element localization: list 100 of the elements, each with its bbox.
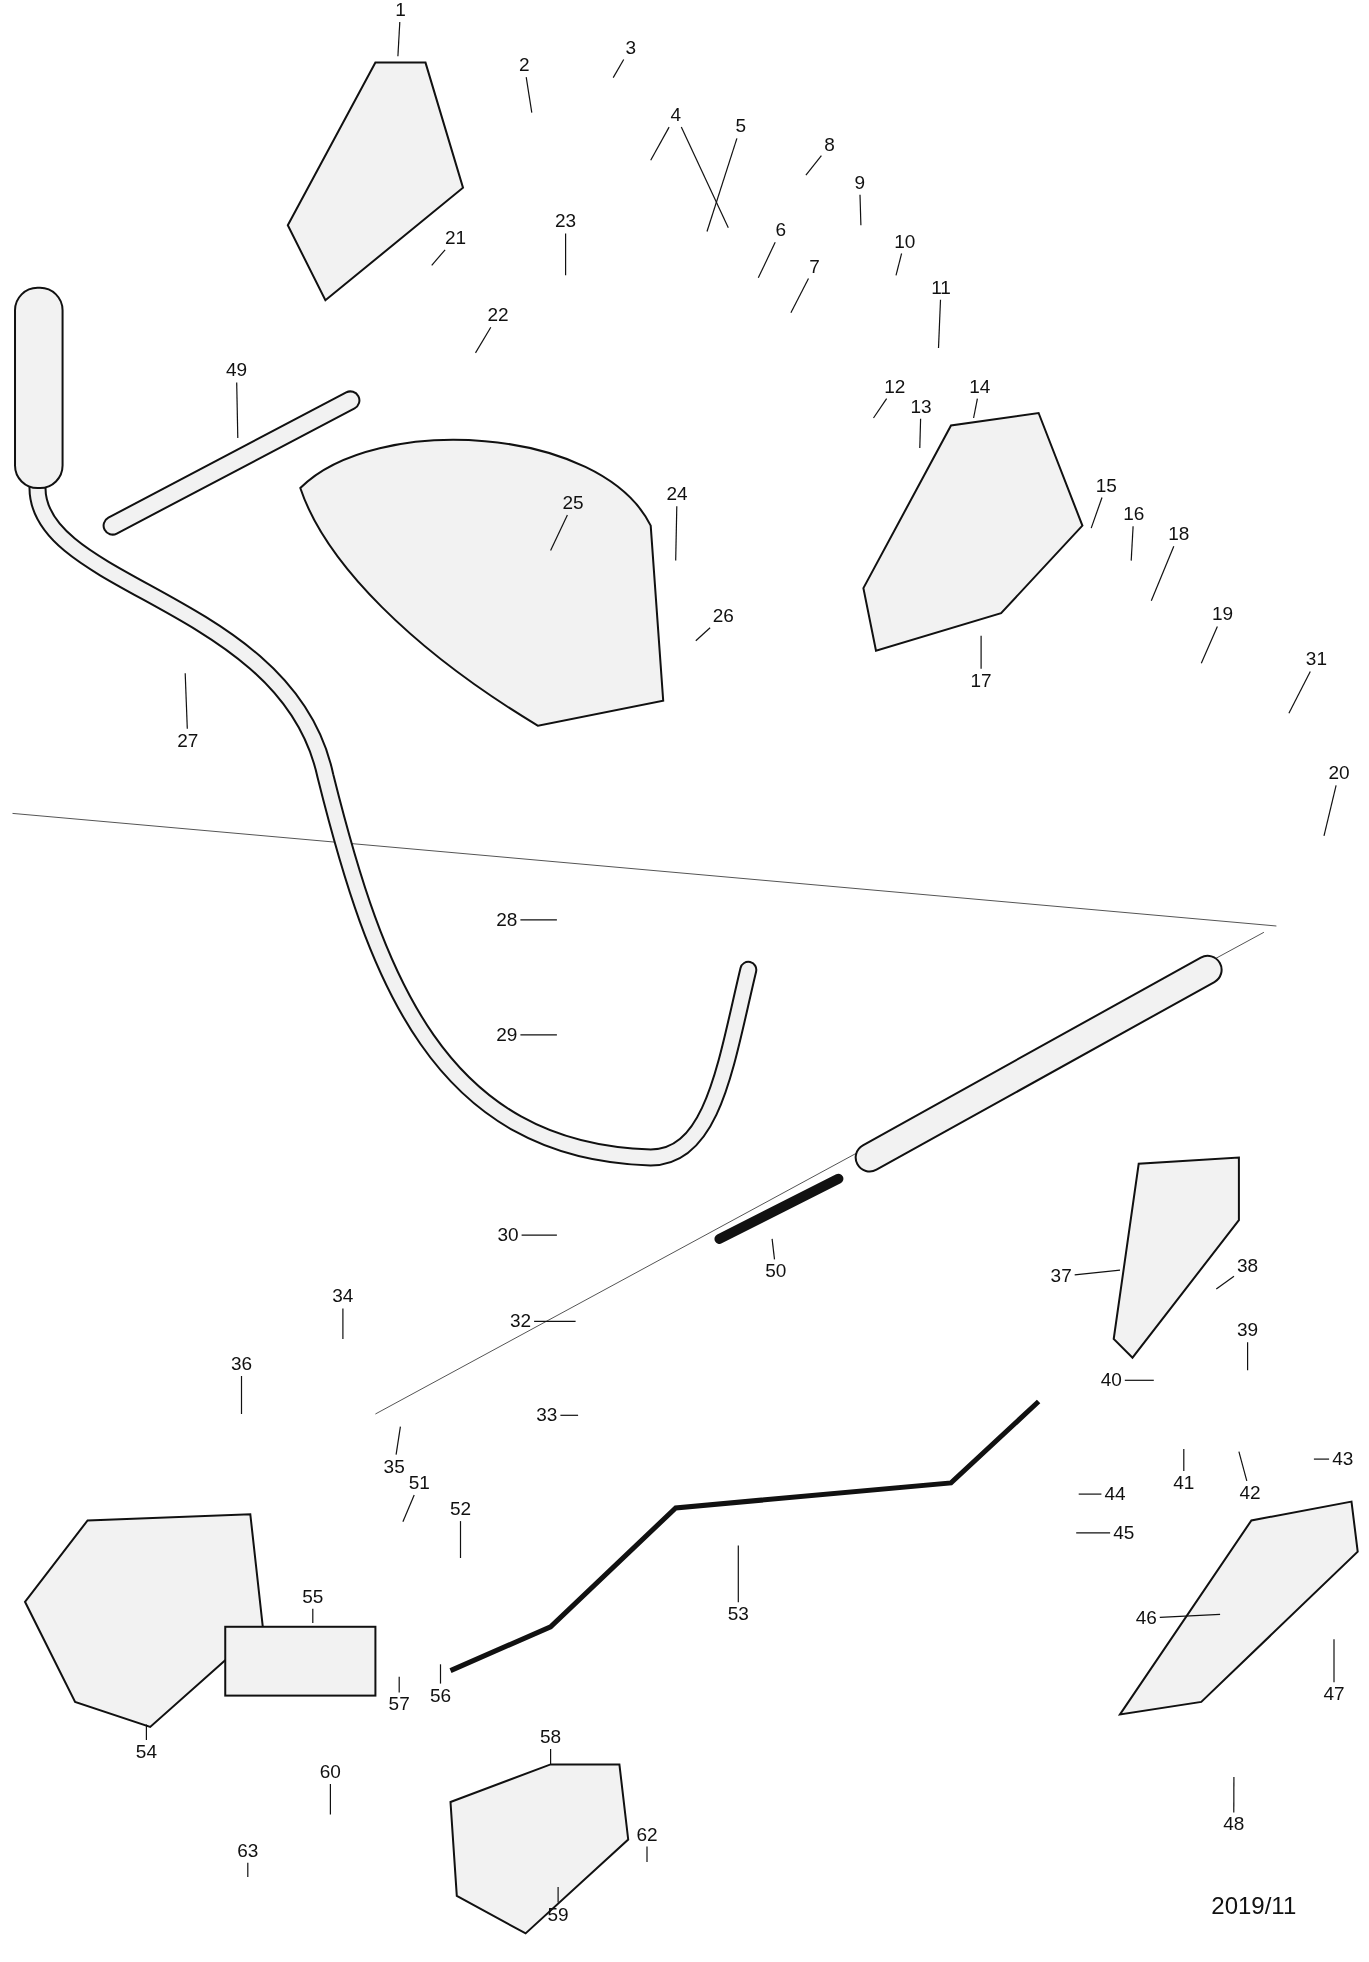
callout-number: 43	[1331, 1449, 1355, 1470]
callout-number: 58	[539, 1726, 563, 1747]
leader-line	[1247, 1341, 1249, 1371]
callout-number: 13	[909, 396, 933, 417]
leader-line	[1313, 1458, 1330, 1460]
leader-line	[790, 277, 810, 314]
leader-line	[474, 326, 492, 354]
callout-number: 1	[394, 0, 407, 20]
leader-line	[1238, 1451, 1248, 1482]
leader-line	[757, 241, 776, 279]
callout-number: 62	[635, 1824, 659, 1845]
leader-line	[398, 1676, 400, 1693]
leader-line	[550, 1748, 552, 1765]
leader-line	[1333, 1638, 1335, 1683]
callout-number: 7	[808, 256, 821, 277]
leader-line	[706, 137, 738, 233]
leader-line	[1078, 1493, 1102, 1495]
leader-line	[612, 58, 625, 79]
leader-line	[1323, 784, 1337, 837]
leader-line	[342, 1307, 344, 1340]
callout-number: 6	[774, 220, 788, 241]
leader-line	[525, 76, 533, 114]
callout-number: 14	[968, 376, 992, 397]
callout-number: 10	[893, 231, 917, 252]
callout-number: 4	[669, 105, 682, 126]
leader-line	[1215, 1275, 1235, 1290]
callout-number: 34	[331, 1286, 355, 1307]
leader-line	[695, 627, 711, 642]
leader-line	[1233, 1776, 1235, 1814]
callout-number: 28	[495, 909, 519, 930]
callout-number: 44	[1103, 1484, 1127, 1505]
leader-line	[550, 514, 568, 552]
callout-number: 37	[1049, 1266, 1073, 1287]
leader-line	[680, 126, 729, 229]
callout-number: 30	[496, 1225, 520, 1246]
leader-line	[771, 1238, 776, 1260]
callout-number: 2	[518, 55, 531, 76]
leader-line	[737, 1544, 739, 1603]
callout-number: 45	[1112, 1522, 1136, 1543]
callout-number: 16	[1122, 504, 1146, 525]
callout-number: 22	[486, 305, 510, 326]
leader-line	[1159, 1613, 1221, 1618]
leader-line	[872, 398, 888, 419]
leader-line	[431, 249, 446, 266]
callout-number: 5	[734, 116, 748, 137]
callout-number: 56	[428, 1685, 453, 1706]
callout-number: 46	[1134, 1608, 1158, 1628]
leader-line	[459, 1520, 462, 1559]
leader-line	[533, 1320, 577, 1322]
leader-line	[312, 1608, 314, 1624]
callout-number: 25	[561, 493, 585, 514]
leader-line	[895, 252, 903, 276]
callout-number: 15	[1094, 475, 1118, 496]
leader-line	[565, 232, 567, 276]
leader-line	[1075, 1532, 1111, 1534]
callout-number: 26	[711, 605, 735, 626]
callout-number: 41	[1172, 1472, 1196, 1493]
leader-line	[646, 1845, 648, 1863]
callout-number: 19	[1211, 604, 1235, 625]
callout-number: 49	[224, 360, 249, 381]
leader-line	[519, 1034, 558, 1036]
leader-line	[859, 194, 862, 226]
leader-line	[1074, 1269, 1121, 1276]
callout-number: 8	[823, 135, 836, 156]
callout-number: 12	[883, 376, 907, 397]
callout-number: 35	[382, 1456, 406, 1477]
callout-number: 55	[301, 1586, 325, 1607]
leader-line	[521, 1234, 558, 1236]
callout-number: 63	[236, 1840, 260, 1861]
callout-number: 31	[1304, 649, 1328, 670]
leader-line	[402, 1494, 415, 1523]
leader-line	[937, 299, 942, 349]
leader-line	[397, 21, 401, 57]
leader-line	[1124, 1379, 1155, 1381]
leader-line	[973, 398, 978, 419]
callout-number: 60	[318, 1761, 342, 1782]
leader-line	[247, 1862, 249, 1878]
leader-line	[1130, 525, 1134, 562]
leader-line	[1288, 670, 1311, 714]
callout-number: 29	[495, 1024, 519, 1045]
callout-number: 50	[764, 1261, 788, 1282]
leader-line	[805, 155, 822, 176]
leader-line	[240, 1375, 243, 1415]
leader-line	[439, 1663, 442, 1685]
callout-number: 20	[1327, 763, 1351, 784]
callout-number: 39	[1236, 1320, 1260, 1341]
callout-number: 9	[853, 172, 866, 193]
callout-number: 23	[554, 211, 578, 232]
callout-number: 47	[1322, 1684, 1346, 1705]
callout-number: 21	[443, 227, 468, 248]
leader-line	[1200, 625, 1218, 664]
leader-line	[1183, 1448, 1185, 1472]
callout-number: 27	[176, 730, 200, 751]
leader-line	[395, 1426, 401, 1456]
callout-number: 24	[665, 484, 689, 505]
callout-number: 40	[1099, 1370, 1123, 1391]
callout-number: 48	[1222, 1814, 1246, 1835]
callout-number: 17	[969, 670, 993, 691]
callout-number: 52	[448, 1499, 473, 1520]
callout-number: 18	[1167, 524, 1191, 545]
